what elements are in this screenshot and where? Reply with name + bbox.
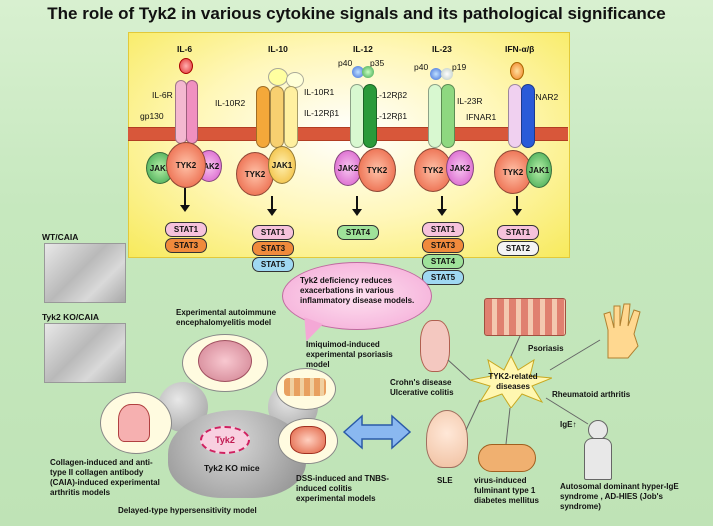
il23-p19-label: p19 [452, 62, 467, 72]
tyk2-diseases-label: TYK2-related diseases [488, 372, 538, 391]
brain-icon [198, 340, 252, 382]
il23-stat3: STAT3 [422, 238, 464, 253]
psoriasis-skin-icon [484, 298, 566, 336]
il23r-receptor [441, 84, 455, 148]
psoriasis-label: Psoriasis [528, 344, 564, 353]
ifnar2-label: IFNAR2 [528, 92, 559, 102]
crohn-label: Crohn's disease Ulcerative colitis [390, 378, 454, 397]
eae-model-label: Experimental autoimmune encephalomyeliti… [176, 308, 277, 327]
il23-stat1: STAT1 [422, 222, 464, 237]
il12-label: IL-12 [353, 44, 373, 54]
dth-model-label: Delayed-type hypersensitivity model [118, 506, 257, 515]
ifn-label: IFN-α/β [505, 44, 535, 54]
ige-label: IgE↑ [560, 420, 577, 429]
gp130-label: gp130 [140, 111, 164, 121]
il10r2-label: IL-10R2 [215, 98, 246, 108]
il23-p19 [441, 68, 453, 80]
double-arrow-icon [342, 414, 412, 450]
il10r1-label: IL-10R1 [304, 87, 335, 97]
il6-label: IL-6 [177, 44, 193, 54]
il6-ligand [179, 58, 193, 74]
psoriasis-model-label: Imiquimod-induced experimental psoriasis… [306, 340, 393, 369]
colitis-model-label: DSS-induced and TNBS-induced colitis exp… [296, 474, 389, 503]
il10-stat1: STAT1 [252, 225, 294, 240]
wt-photo-label: WT/CAIA [42, 232, 79, 242]
sle-label: SLE [437, 476, 453, 485]
ifnar1-label: IFNAR1 [466, 112, 497, 122]
ifn-stat2: STAT2 [497, 241, 539, 256]
cell-membrane [128, 127, 568, 141]
il12rb2-receptor [363, 84, 377, 148]
callout-text: Tyk2 deficiency reduces exacerbations in… [300, 276, 415, 305]
person-body-icon [584, 438, 612, 480]
il23-p40-label: p40 [414, 62, 429, 72]
il12-arrow [352, 196, 362, 216]
signaling-panel [128, 32, 570, 258]
paw-icon [118, 404, 150, 442]
ifn-jak1: JAK1 [526, 152, 552, 188]
il23-arrow [437, 196, 447, 216]
ko-photo-label: Tyk2 KO/CAIA [42, 312, 99, 322]
il6-arrow [180, 188, 190, 212]
il6r-label: IL-6R [152, 90, 173, 100]
il12-p40-label: p40 [338, 58, 353, 68]
face-icon [426, 410, 468, 468]
il6-stat1: STAT1 [165, 222, 207, 237]
tyk2-ko-badge: Tyk2 [200, 426, 250, 454]
il10r2-receptor [256, 86, 270, 148]
tyk2-ko-mice-label: Tyk2 KO mice [204, 463, 260, 473]
il12-p40 [352, 66, 364, 78]
il10-stat5: STAT5 [252, 257, 294, 272]
il23-jak2: JAK2 [446, 150, 474, 186]
il23r-label: IL-23R [457, 96, 483, 106]
diabetes-label: virus-induced fulminant type 1 diabetes … [474, 476, 539, 505]
wt-mouse-paw-photo [44, 243, 126, 303]
il12rb1-receptor-a [284, 86, 298, 148]
il6-tyk2: TYK2 [166, 142, 206, 188]
il23-p40 [430, 68, 442, 80]
ko-mouse-paw-photo [44, 323, 126, 383]
colon-icon [290, 426, 326, 454]
il10-label: IL-10 [268, 44, 288, 54]
ifn-arrow [512, 196, 522, 216]
il12-tyk2: TYK2 [358, 148, 396, 192]
intestine-icon [420, 320, 450, 372]
il12-p35-label: p35 [370, 58, 385, 68]
il10-jak1: JAK1 [268, 146, 296, 184]
il12-stat4: STAT4 [337, 225, 379, 240]
il10-arrow [267, 196, 277, 216]
il10-stat3: STAT3 [252, 241, 294, 256]
hies-label: Autosomal dominant hyper-IgE syndrome , … [560, 482, 679, 511]
il23-label: IL-23 [432, 44, 452, 54]
il6-stat3: STAT3 [165, 238, 207, 253]
ifn-ligand [510, 62, 524, 80]
hand-icon [600, 300, 644, 360]
tyk2-deficiency-callout [282, 262, 432, 330]
arthritis-model-label: Collagen-induced and anti-type II collag… [50, 458, 160, 497]
il10-tyk2: TYK2 [236, 152, 274, 196]
ifn-stat1: STAT1 [497, 225, 539, 240]
ifnar2-receptor [521, 84, 535, 148]
il23-tyk2: TYK2 [414, 148, 452, 192]
il12rb2-label: IL-12Rβ2 [372, 90, 408, 100]
il12-p35 [362, 66, 374, 78]
skin-icon [284, 378, 326, 396]
ra-label: Rheumatoid arthritis [552, 390, 631, 399]
tyk2-diseases-starburst [469, 354, 553, 409]
il23-stat5: STAT5 [422, 270, 464, 285]
il12rb1-label-a: IL-12Rβ1 [304, 108, 340, 118]
pancreas-icon [478, 444, 536, 472]
il12rb1-label-b: IL-12Rβ1 [372, 111, 408, 121]
il23-stat4: STAT4 [422, 254, 464, 269]
page-title: The role of Tyk2 in various cytokine sig… [47, 4, 666, 23]
